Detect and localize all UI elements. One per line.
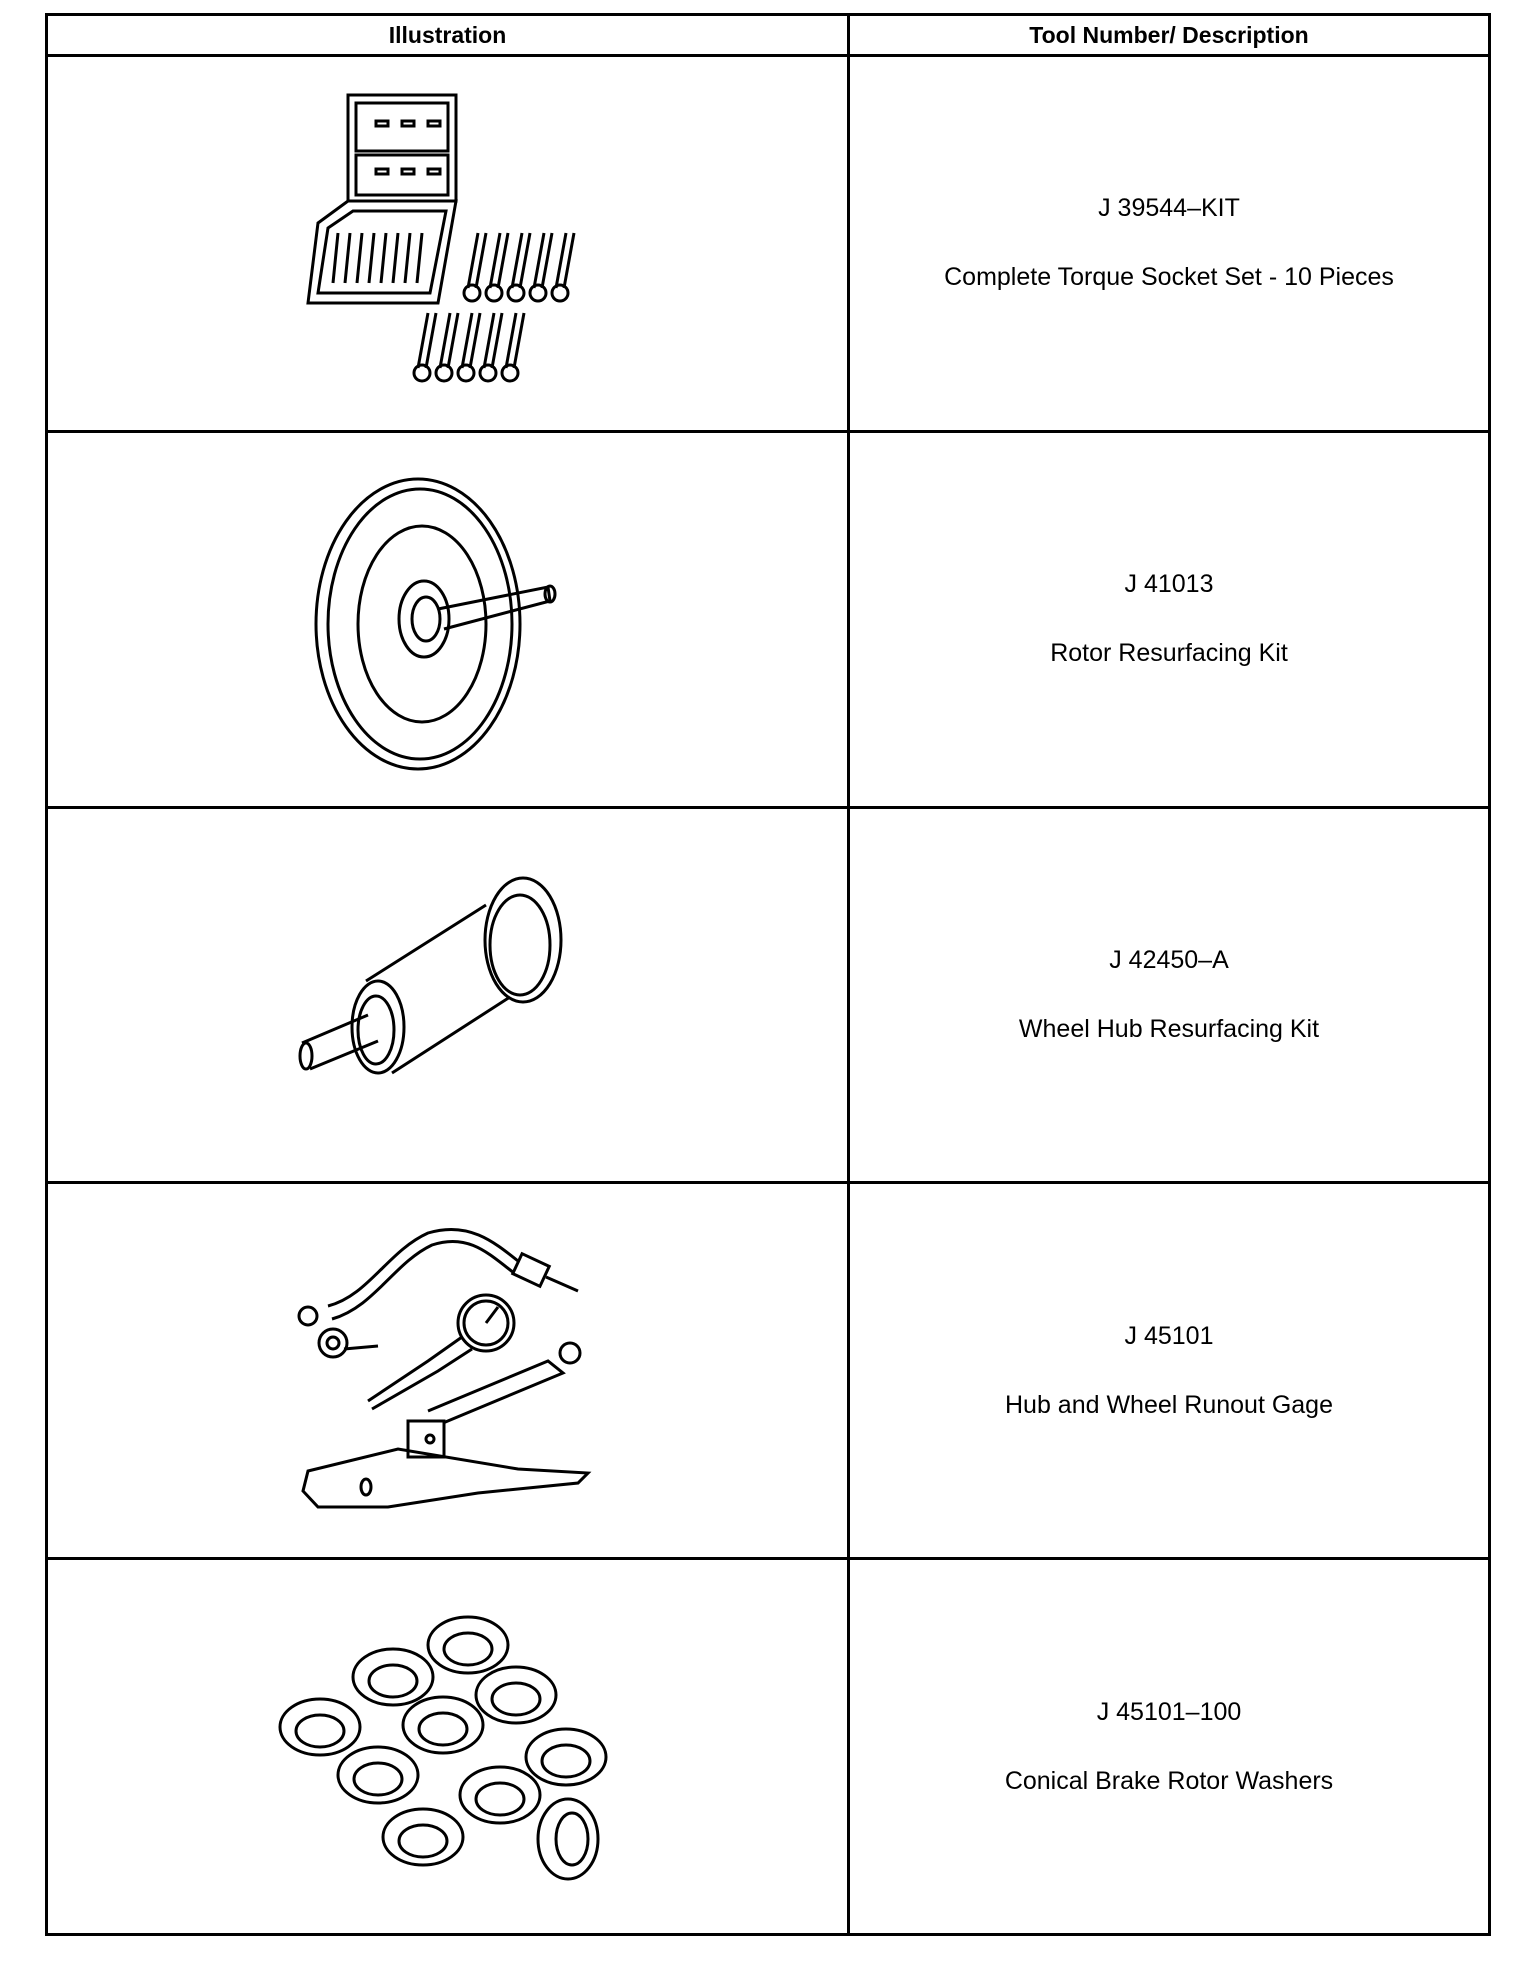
table-row: J 39544–KIT Complete Torque Socket Set -… (45, 54, 1491, 433)
illustration-cell (45, 429, 850, 809)
conical-washers-icon (278, 1615, 607, 1881)
wheel-hub-resurfacing-kit-icon (298, 876, 562, 1075)
header-illustration: Illustration (45, 13, 850, 57)
tool-description: Rotor Resurfacing Kit (1050, 639, 1288, 668)
description-cell: J 42450–A Wheel Hub Resurfacing Kit (847, 805, 1491, 1185)
header-row: Illustration Tool Number/ Description (45, 13, 1491, 57)
special-tools-table: Illustration Tool Number/ Description (45, 13, 1491, 1936)
table-row: J 45101 Hub and Wheel Runout Gage (45, 1181, 1491, 1561)
tool-number: J 39544–KIT (1098, 194, 1240, 223)
description-cell: J 41013 Rotor Resurfacing Kit (847, 429, 1491, 809)
illustration-cell (45, 1557, 850, 1936)
header-tool-number-description: Tool Number/ Description (847, 13, 1491, 57)
table-row: J 41013 Rotor Resurfacing Kit (45, 429, 1491, 809)
table-row: J 42450–A Wheel Hub Resurfacing Kit (45, 805, 1491, 1185)
tool-description: Complete Torque Socket Set - 10 Pieces (944, 263, 1394, 292)
tool-description: Conical Brake Rotor Washers (1004, 1766, 1334, 1795)
table-row: J 45101–100 Conical Brake Rotor Washers (45, 1557, 1491, 1936)
tool-number: J 45101 (1124, 1321, 1214, 1350)
tool-description: Hub and Wheel Runout Gage (1005, 1390, 1333, 1419)
tool-number: J 42450–A (1109, 945, 1229, 974)
runout-gage-icon (297, 1227, 591, 1509)
rotor-resurfacing-kit-icon (314, 477, 556, 771)
description-cell: J 45101 Hub and Wheel Runout Gage (847, 1181, 1491, 1561)
tool-number: J 41013 (1124, 570, 1214, 599)
illustration-cell (45, 1181, 850, 1561)
tool-number: J 45101–100 (1096, 1697, 1242, 1726)
illustration-cell (45, 54, 850, 433)
tool-description: Wheel Hub Resurfacing Kit (1018, 1014, 1320, 1043)
description-cell: J 39544–KIT Complete Torque Socket Set -… (847, 54, 1491, 433)
description-cell: J 45101–100 Conical Brake Rotor Washers (847, 1557, 1491, 1936)
illustration-cell (45, 805, 850, 1185)
torque-socket-set-icon (305, 93, 575, 383)
